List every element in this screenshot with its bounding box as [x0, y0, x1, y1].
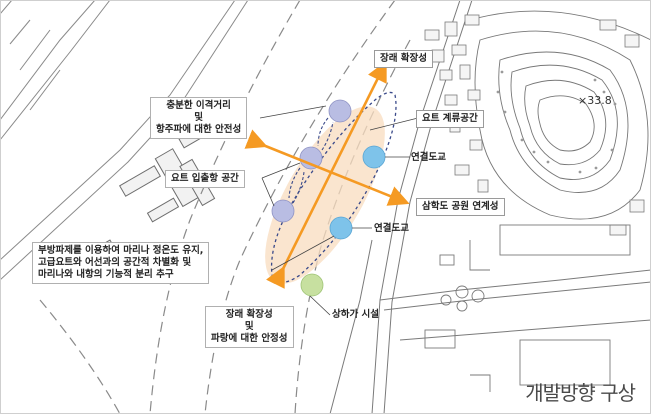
spot-height-label: ×33.8	[578, 94, 612, 107]
lower-right-facility	[424, 224, 631, 392]
vegetation-dots	[496, 70, 617, 174]
future-bottom-line-1: 장래 확장성	[225, 309, 273, 320]
clearance-line-3: 항주파에 대한 안전성	[156, 124, 242, 135]
label-clearance-safety: 충분한 이격거리 및 항주파에 대한 안전성	[150, 97, 248, 139]
label-yacht-entry-space: 요트 입출항 공간	[165, 170, 245, 188]
label-future-expansion-top: 장래 확장성	[374, 50, 434, 68]
cross-axis-arrow	[244, 129, 410, 206]
clearance-line-2: 및	[194, 112, 204, 123]
label-connection-bridge-2: 연결도교	[374, 223, 409, 234]
leader-lines	[259, 105, 419, 316]
hill-contours	[469, 10, 651, 220]
circle-bridge-2	[329, 216, 353, 240]
circle-entry-1	[328, 99, 352, 123]
label-connection-bridge-1: 연결도교	[411, 152, 446, 163]
circle-entry-3	[271, 199, 295, 223]
marina-area	[265, 106, 385, 284]
label-future-expansion-bottom: 장래 확장성 및 파랑에 대한 안정성	[205, 306, 294, 348]
circle-entry-2	[299, 146, 323, 170]
circle-bridge-1	[362, 145, 386, 169]
future-bottom-line-3: 파랑에 대한 안정성	[211, 333, 288, 344]
label-yacht-mooring: 요트 계류공간	[416, 110, 484, 128]
right-shore-lines	[329, 0, 651, 414]
strategy-line-2: 고급요트와 어선과의 공간적 차별화 및	[38, 257, 192, 268]
clearance-line-1: 충분한 이격거리	[166, 100, 231, 111]
strategy-line-1: 부방파제를 이용하여 마리나 정온도 유지,	[38, 245, 204, 256]
strategy-line-3: 마리나와 내항의 기능적 분리 추구	[38, 269, 174, 280]
label-loading-facility: 상하가 시설	[332, 309, 380, 320]
building-blocks	[424, 14, 645, 236]
label-park-connection: 삼학도 공원 연계성	[416, 198, 505, 216]
label-marina-strategy: 부방파제를 이용하여 마리나 정온도 유지, 고급요트와 어선과의 공간적 차별…	[32, 242, 210, 284]
future-bottom-line-2: 및	[244, 321, 254, 332]
left-shore-lines	[0, 0, 249, 281]
circle-loading	[300, 273, 324, 297]
figure-caption: 개발방향 구상	[525, 381, 636, 405]
